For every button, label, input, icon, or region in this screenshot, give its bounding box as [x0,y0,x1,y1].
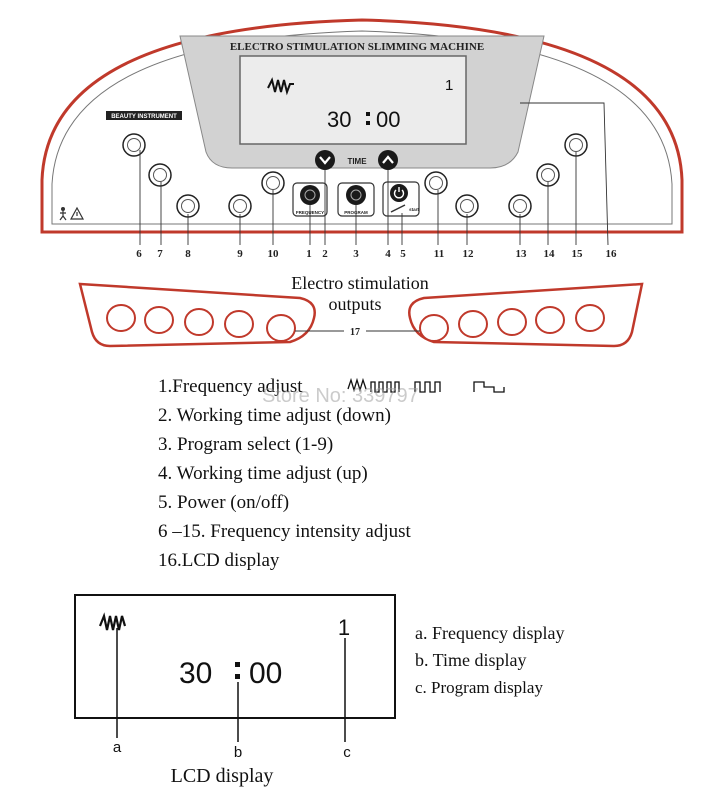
callout-4: 4 [385,248,391,260]
time-up-button[interactable] [378,150,398,170]
callout-11: 11 [434,248,444,260]
intensity-knob-12[interactable] [455,194,479,218]
lcd-note-time: b. Time display [415,650,527,670]
warning-icon [69,206,85,220]
function-legend: 1.Frequency adjust 2. Working time adjus… [158,372,411,575]
legend-item-power: 5. Power (on/off) [158,492,290,513]
lcd-marker-b: b [234,744,242,761]
legend-item-program: 3. Program select (1-9) [158,434,334,455]
intensity-knob-8[interactable] [176,194,200,218]
frequency-button[interactable] [300,185,320,205]
callout-2: 2 [322,248,328,260]
lcd-time-minutes: 30 [327,107,351,132]
outputs-title-line2: outputs [328,294,381,314]
square-wave-dense-icon [370,381,400,393]
output-socket-7[interactable] [458,310,488,338]
output-socket-3[interactable] [184,308,214,336]
start-label: start [409,207,419,212]
lcd-notes: a. Frequency display b. Time display c. … [415,620,564,701]
output-socket-4[interactable] [224,310,254,338]
square-wave-wide-icon [473,381,505,393]
outputs-title-line1: Electro stimulation [291,273,428,293]
brand-badge-label: BEAUTY INSTRUMENT [111,114,177,120]
start-stroke-icon [390,204,406,213]
output-socket-10[interactable] [575,304,605,332]
lcd-detail-colon-top [235,662,240,667]
time-label: TIME [347,157,367,166]
program-button[interactable] [346,185,366,205]
lcd-detail-waveform-icon [98,612,127,631]
output-socket-6[interactable] [419,314,449,342]
callout-1: 1 [306,248,312,260]
lcd-note-frequency: a. Frequency display [415,623,565,643]
time-down-button[interactable] [315,150,335,170]
callout-6: 6 [136,248,142,260]
output-socket-8[interactable] [497,308,527,336]
lcd-detail-colon-bottom [235,674,240,679]
outputs-callout-17: 17 [350,327,360,338]
lcd-detail-program: 1 [338,615,350,640]
callout-lines [139,102,609,246]
output-socket-1[interactable] [106,304,136,332]
intensity-knob-6[interactable] [122,133,146,157]
callout-13: 13 [516,248,528,260]
legend-item-time-up: 4. Working time adjust (up) [158,463,368,484]
intensity-knob-7[interactable] [148,163,172,187]
callout-16: 16 [606,248,618,260]
output-socket-2[interactable] [144,306,174,334]
legend-item-lcd: 16.LCD display [158,550,280,571]
lcd-program-number: 1 [445,77,453,94]
person-icon [59,207,67,221]
callout-12: 12 [463,248,475,260]
lcd-colon-bottom [366,121,370,125]
output-socket-5[interactable] [266,314,296,342]
output-socket-9[interactable] [535,306,565,334]
callout-5: 5 [400,248,406,260]
legend-item-time-down: 2. Working time adjust (down) [158,405,391,426]
power-button[interactable] [390,184,408,202]
lcd-detail-pointers [116,628,346,742]
brand-badge [106,111,182,120]
legend-item-intensity: 6 –15. Frequency intensity adjust [158,521,411,542]
lcd-detail-caption: LCD display [171,765,274,787]
intensity-knob-10[interactable] [261,171,285,195]
lcd-time-seconds: 00 [376,107,400,132]
intensity-knob-13[interactable] [508,194,532,218]
lcd-note-program: c. Program display [415,678,543,697]
power-icon [393,187,405,199]
callout-10: 10 [268,248,280,260]
square-wave-medium-icon [414,381,441,393]
legend-item-frequency: 1.Frequency adjust [158,376,303,397]
store-watermark: Store No: 339797 [262,385,419,407]
waveform-legend-icons [347,377,505,393]
intensity-knob-11[interactable] [424,171,448,195]
power-button-frame [382,181,420,217]
machine-title: ELECTRO STIMULATION SLIMMING MACHINE [230,41,484,53]
lcd-screen [239,55,467,145]
console-inner-outline [51,30,673,225]
lcd-colon-top [366,112,370,116]
intensity-knob-9[interactable] [228,194,252,218]
chevron-up-icon [382,155,394,164]
callout-7: 7 [157,248,163,260]
waveform-icon [267,77,294,96]
lcd-marker-c: c [343,744,351,761]
callout-14: 14 [544,248,556,260]
lcd-detail-frame [74,594,396,719]
waveform-icon [347,377,367,393]
lcd-marker-a: a [113,739,122,756]
callout-9: 9 [237,248,243,260]
chevron-down-icon [319,156,331,165]
callout-15: 15 [572,248,584,260]
lcd-detail-seconds: 00 [249,657,282,690]
callout-8: 8 [185,248,191,260]
lcd-detail-minutes: 30 [179,657,212,690]
callout-3: 3 [353,248,359,260]
